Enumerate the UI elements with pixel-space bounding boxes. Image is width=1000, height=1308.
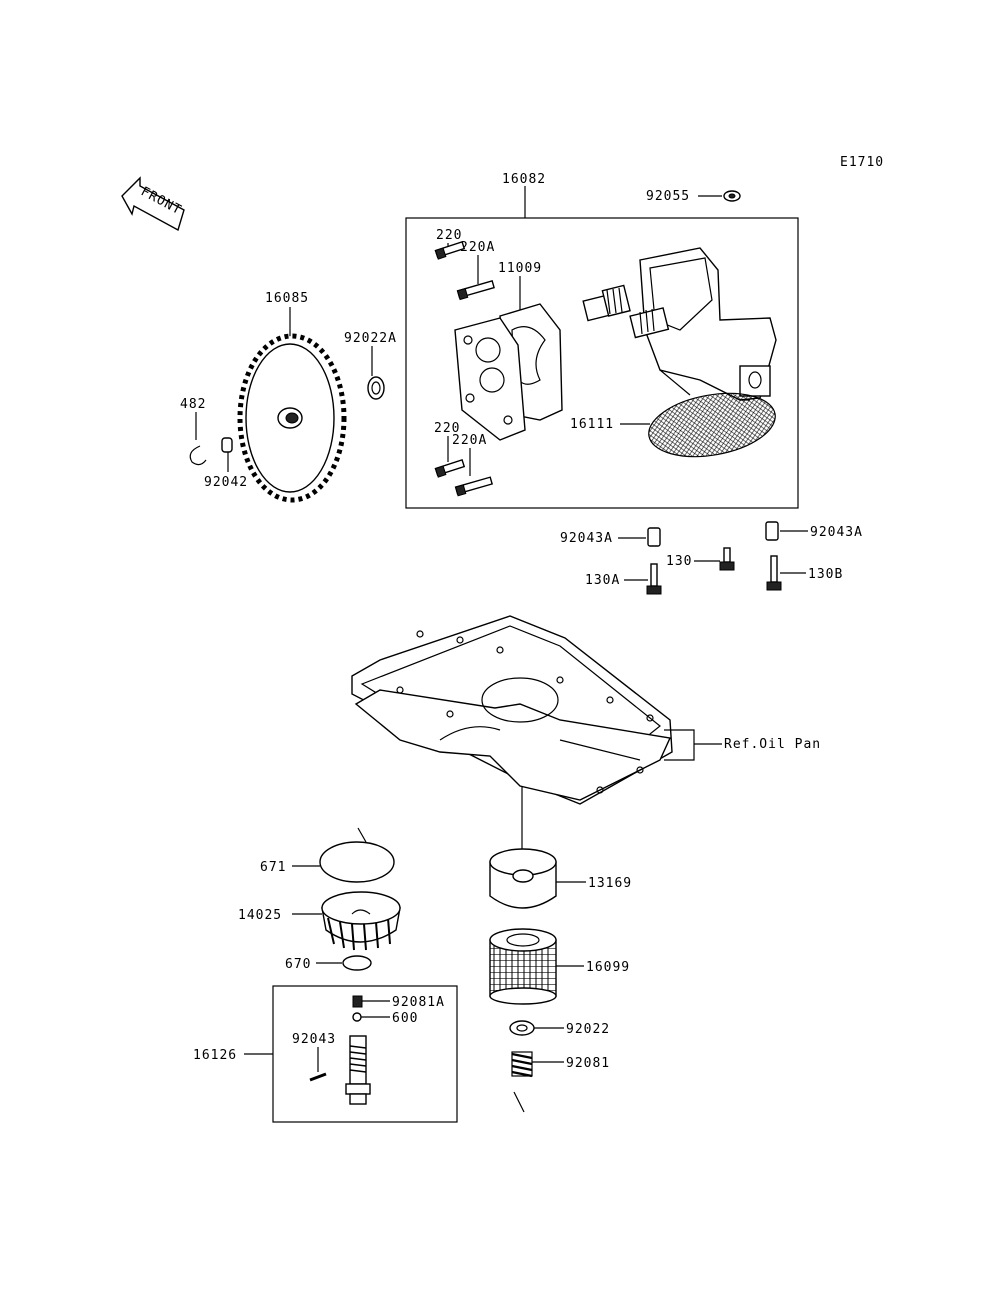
diagram-code: E1710: [840, 155, 884, 170]
front-arrow-icon: FRONT: [121, 176, 185, 232]
pin-92043: [309, 1072, 327, 1082]
bolt-130B: [766, 555, 782, 591]
pin-92042: [221, 437, 233, 453]
o-ring-670: [342, 955, 372, 971]
label-130A: 130A: [585, 573, 620, 588]
bolt-130: [719, 547, 735, 571]
label-130: 130: [666, 554, 692, 569]
label-13169: 13169: [588, 876, 632, 891]
pump-cover: [454, 317, 526, 441]
bolt-130A: [646, 563, 662, 595]
label-92081A: 92081A: [392, 995, 445, 1010]
ball-600: [352, 1012, 362, 1022]
label-16126: 16126: [193, 1048, 237, 1063]
filter-cover-13169: [489, 848, 557, 909]
o-ring-671: [319, 841, 395, 883]
bolt-220-top: [434, 240, 466, 260]
spring-92081: [511, 1051, 533, 1078]
dowel-92043A-right: [765, 521, 779, 541]
spring-92081A: [352, 995, 363, 1008]
oil-pan: [351, 615, 673, 805]
label-671: 671: [260, 860, 286, 875]
circlip-482: [189, 445, 207, 466]
bolt-220-bot: [434, 458, 466, 478]
washer-92022: [509, 1020, 535, 1036]
label-670: 670: [285, 957, 311, 972]
label-220-top: 220: [436, 228, 462, 243]
label-220A-top: 220A: [460, 240, 495, 255]
label-92043A-left: 92043A: [560, 531, 613, 546]
gear-16085: [237, 333, 347, 503]
label-16099: 16099: [586, 960, 630, 975]
bolt-220A-top: [456, 280, 495, 301]
label-14025: 14025: [238, 908, 282, 923]
oil-pump-body: [582, 247, 777, 401]
label-16085: 16085: [265, 291, 309, 306]
washer-92022A: [367, 376, 385, 400]
label-ref-oil-pan: Ref.Oil Pan: [724, 737, 821, 752]
label-92022: 92022: [566, 1022, 610, 1037]
cover-14025: [321, 891, 401, 951]
relief-valve-16126: [345, 1035, 371, 1105]
label-16082: 16082: [502, 172, 546, 187]
dowel-92043A-left: [647, 527, 661, 547]
label-220A-bot: 220A: [452, 433, 487, 448]
label-130B: 130B: [808, 567, 843, 582]
label-92043A-right: 92043A: [810, 525, 863, 540]
label-220-bot: 220: [434, 421, 460, 436]
oil-filter-16099: [489, 928, 557, 1005]
label-92042: 92042: [204, 475, 248, 490]
label-92043: 92043: [292, 1032, 336, 1047]
label-92022A: 92022A: [344, 331, 397, 346]
label-600: 600: [392, 1011, 418, 1026]
label-92055: 92055: [646, 189, 690, 204]
label-92081: 92081: [566, 1056, 610, 1071]
label-11009: 11009: [498, 261, 542, 276]
strainer-16111: [648, 392, 776, 458]
oil-pump-assembly-box: [405, 217, 799, 509]
bolt-220A-bot: [454, 476, 493, 497]
label-16111: 16111: [570, 417, 614, 432]
label-482: 482: [180, 397, 206, 412]
